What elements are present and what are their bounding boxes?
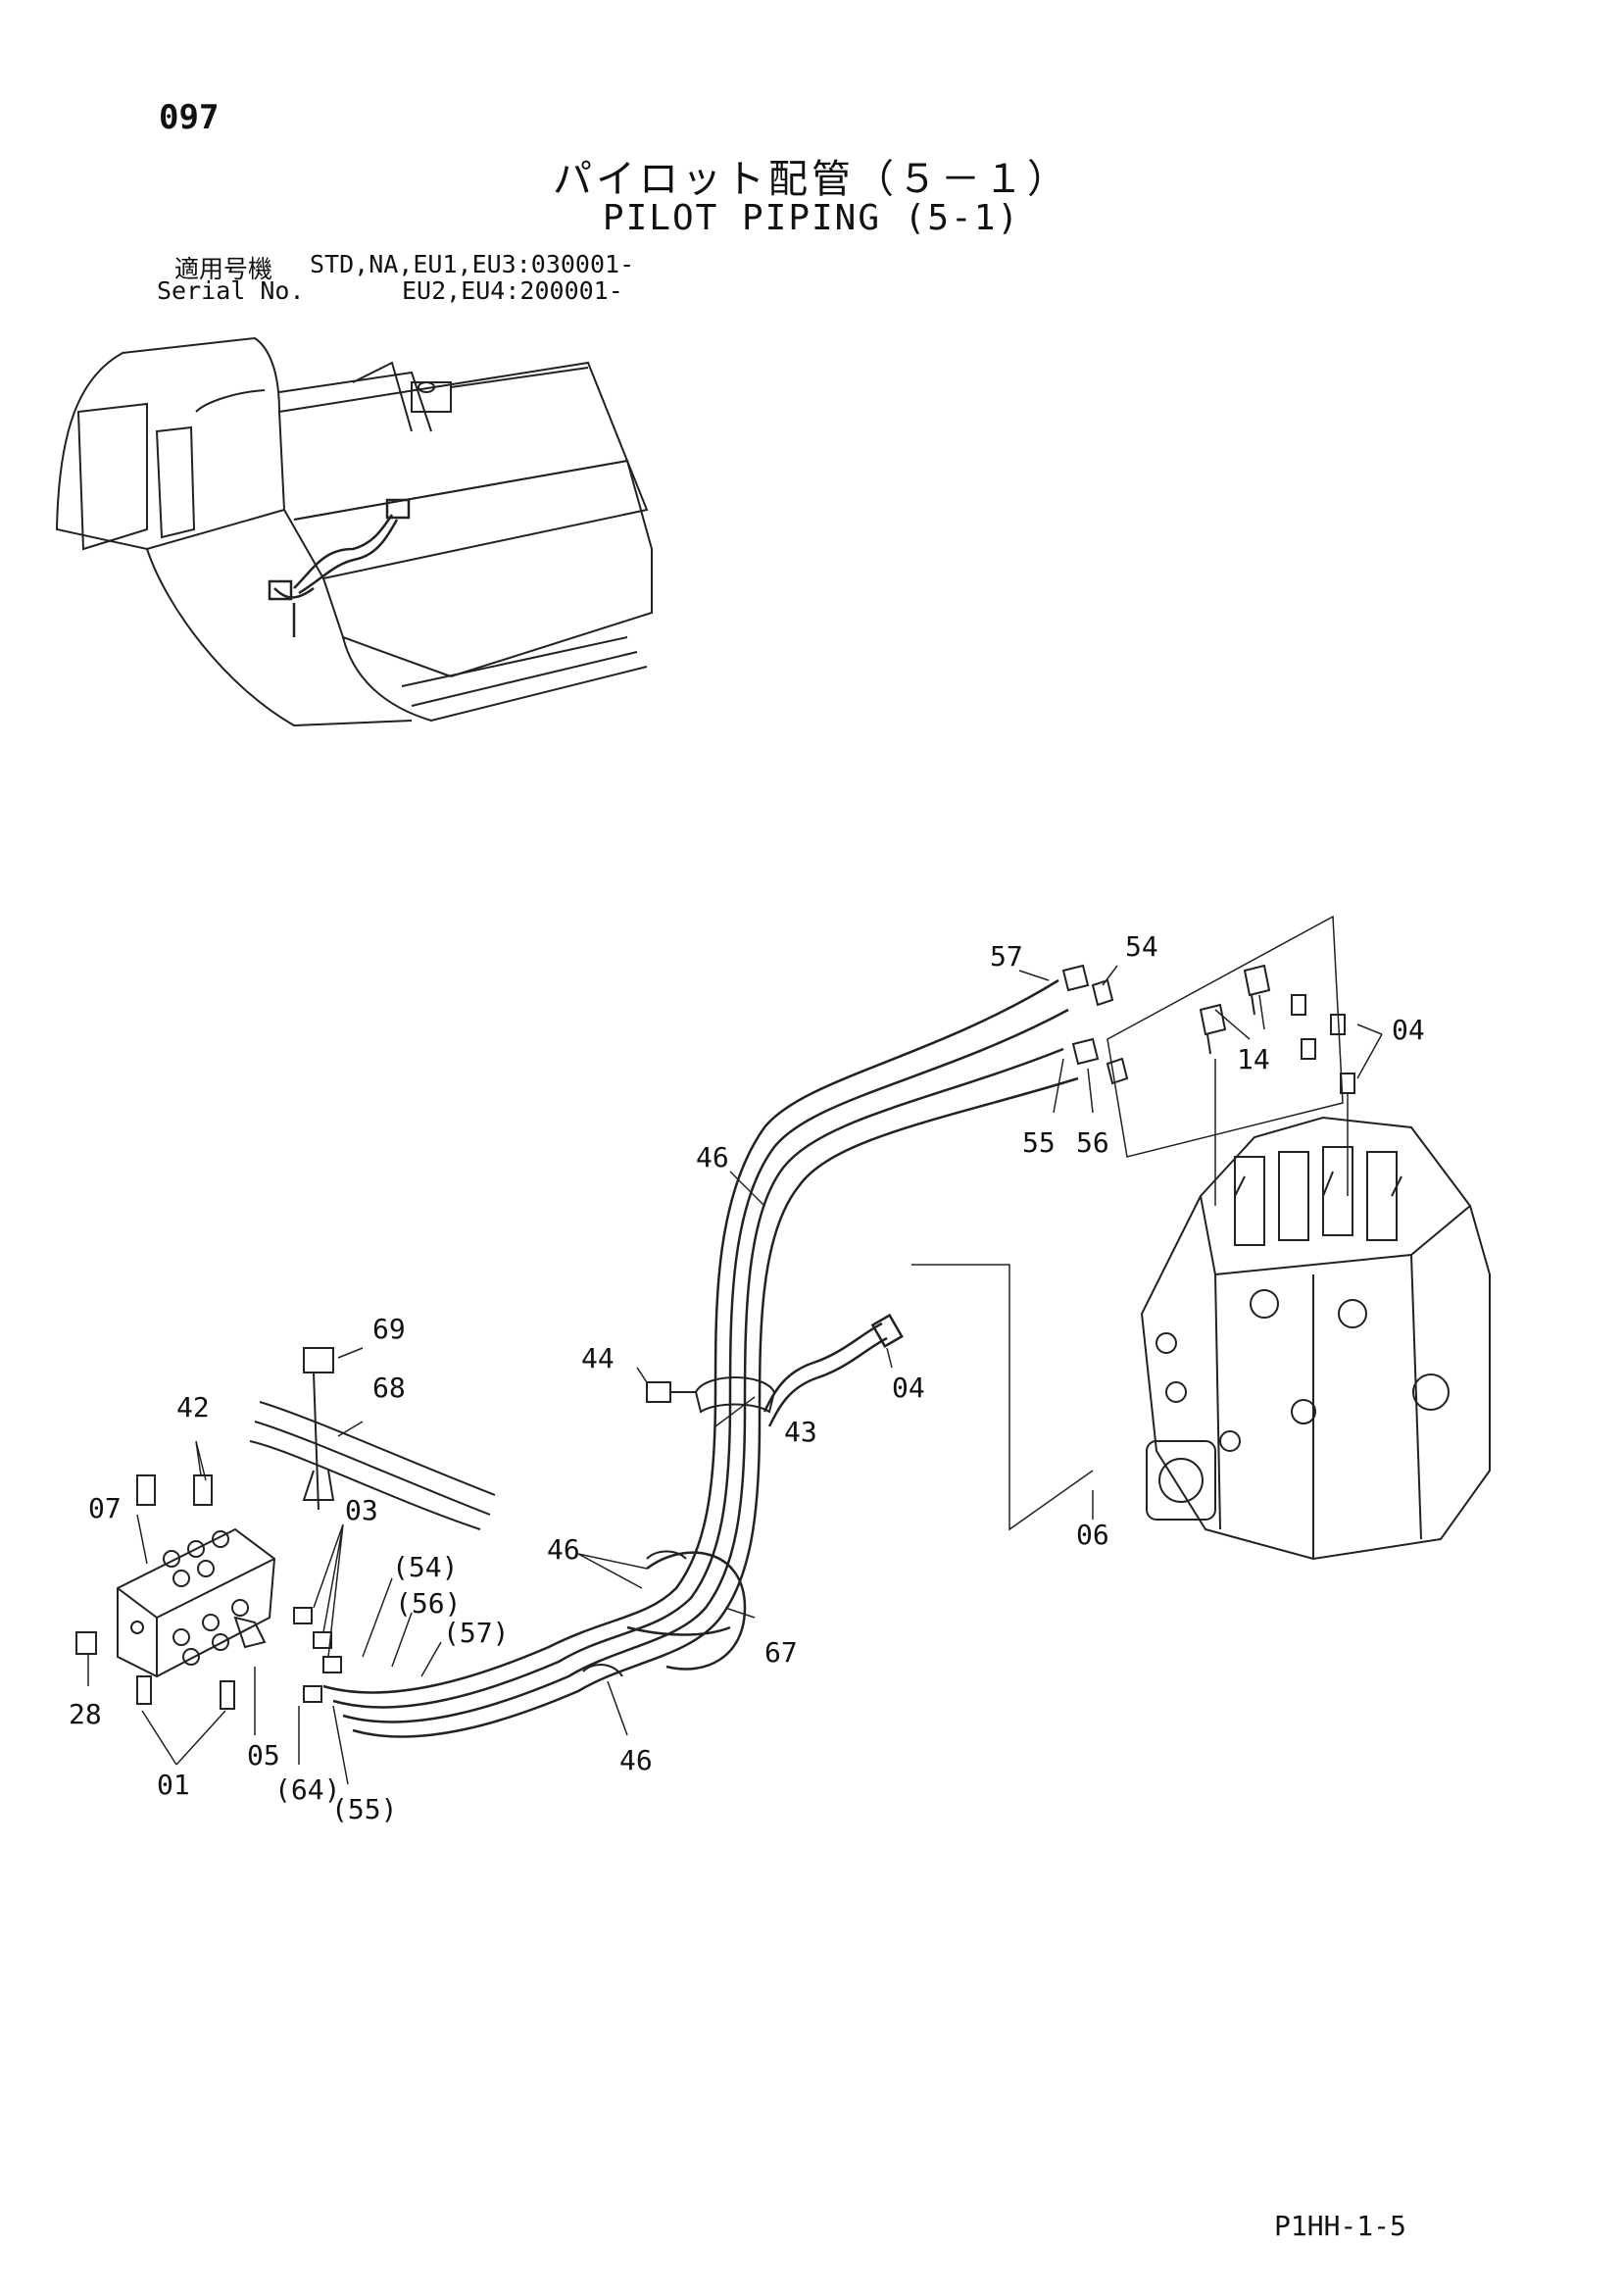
callout-44: 44: [581, 1342, 615, 1374]
callout-46: 46: [619, 1744, 653, 1776]
page-number: 097: [159, 98, 220, 137]
clamps-and-bolts: [249, 1347, 776, 1677]
callout-69: 69: [372, 1313, 406, 1345]
protector-67: [626, 1551, 747, 1671]
callout-54: 54: [1125, 930, 1158, 963]
callout-04: 04: [1392, 1014, 1425, 1046]
overview-pilot-hoses: [268, 498, 411, 637]
reference-lines: [911, 915, 1349, 1531]
callout-07: 07: [88, 1492, 122, 1524]
fittings-left: [75, 1474, 342, 1710]
document-code: P1HH-1-5: [1274, 2210, 1406, 2242]
callout-54-ref: (54): [392, 1551, 458, 1583]
elbow-fittings-14: [1199, 964, 1271, 1055]
manifold-block-07: [117, 1527, 276, 1678]
callout-04: 04: [892, 1372, 925, 1404]
callout-56: 56: [1076, 1126, 1109, 1159]
callout-numbers: 57 54 04 14 55 56 46 69 44 04 42 68 43 0…: [69, 930, 1425, 1825]
callout-56-ref: (56): [395, 1587, 461, 1620]
hose-fittings-top: [1061, 964, 1129, 1085]
callout-57-ref: (57): [443, 1617, 509, 1649]
excavator-overview-illustration: [55, 336, 653, 727]
callout-55-ref: (55): [331, 1793, 397, 1825]
callout-14: 14: [1237, 1043, 1270, 1075]
callout-68: 68: [372, 1372, 406, 1404]
serial-range-1: STD,NA,EU1,EU3:030001-: [310, 250, 635, 278]
page-title-japanese: パイロット配管（５－１）: [553, 157, 1070, 202]
callout-46: 46: [547, 1533, 580, 1566]
callout-55: 55: [1022, 1126, 1056, 1159]
callout-67: 67: [764, 1636, 798, 1669]
serial-label-japanese: 適用号機: [174, 255, 273, 283]
callout-57: 57: [990, 940, 1023, 973]
callout-46: 46: [696, 1141, 729, 1173]
callout-03: 03: [345, 1494, 378, 1526]
pilot-hose-bundle: [322, 978, 1079, 1738]
callout-28: 28: [69, 1698, 102, 1730]
page-title-english: PILOT PIPING (5-1): [602, 198, 1021, 238]
callout-42: 42: [176, 1391, 210, 1423]
adapter-fittings-04: [1291, 994, 1355, 1094]
callout-05: 05: [247, 1739, 280, 1772]
callout-leaders: [87, 965, 1383, 1785]
serial-range-2: EU2,EU4:200001-: [402, 276, 623, 305]
callout-06: 06: [1076, 1519, 1109, 1551]
callout-01: 01: [157, 1769, 190, 1801]
control-valve-assembly: [1140, 1116, 1491, 1561]
callout-43: 43: [784, 1416, 817, 1448]
callout-64-ref: (64): [274, 1773, 340, 1806]
serial-label-english: Serial No.: [157, 276, 305, 305]
